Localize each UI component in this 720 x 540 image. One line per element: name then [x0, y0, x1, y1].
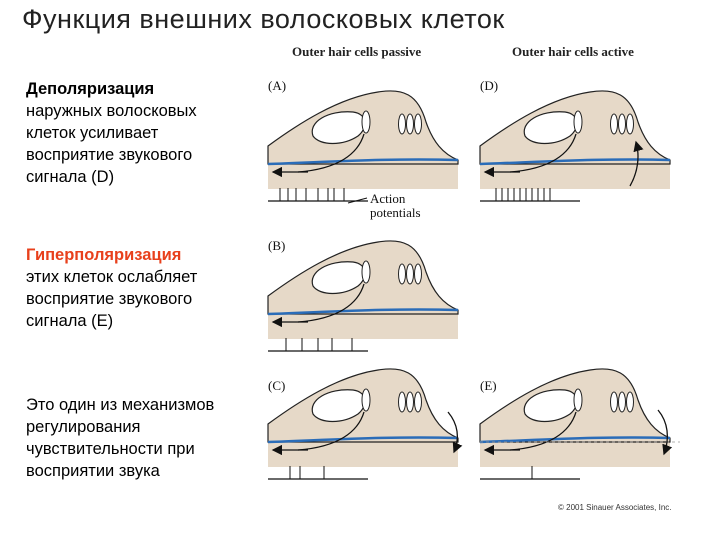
- action-label-line1: Action: [370, 191, 406, 206]
- panel-a: [268, 91, 458, 201]
- panel-e: [480, 369, 680, 479]
- panel-c: [268, 369, 458, 479]
- panel-label-e: (E): [480, 378, 497, 393]
- panel-label-d: (D): [480, 78, 498, 93]
- panel-label-a: (A): [268, 78, 286, 93]
- panel-d: [480, 91, 670, 201]
- panel-label-b: (B): [268, 238, 285, 253]
- panel-label-c: (C): [268, 378, 285, 393]
- panel-b: [268, 241, 458, 351]
- action-label-line2: potentials: [370, 205, 421, 220]
